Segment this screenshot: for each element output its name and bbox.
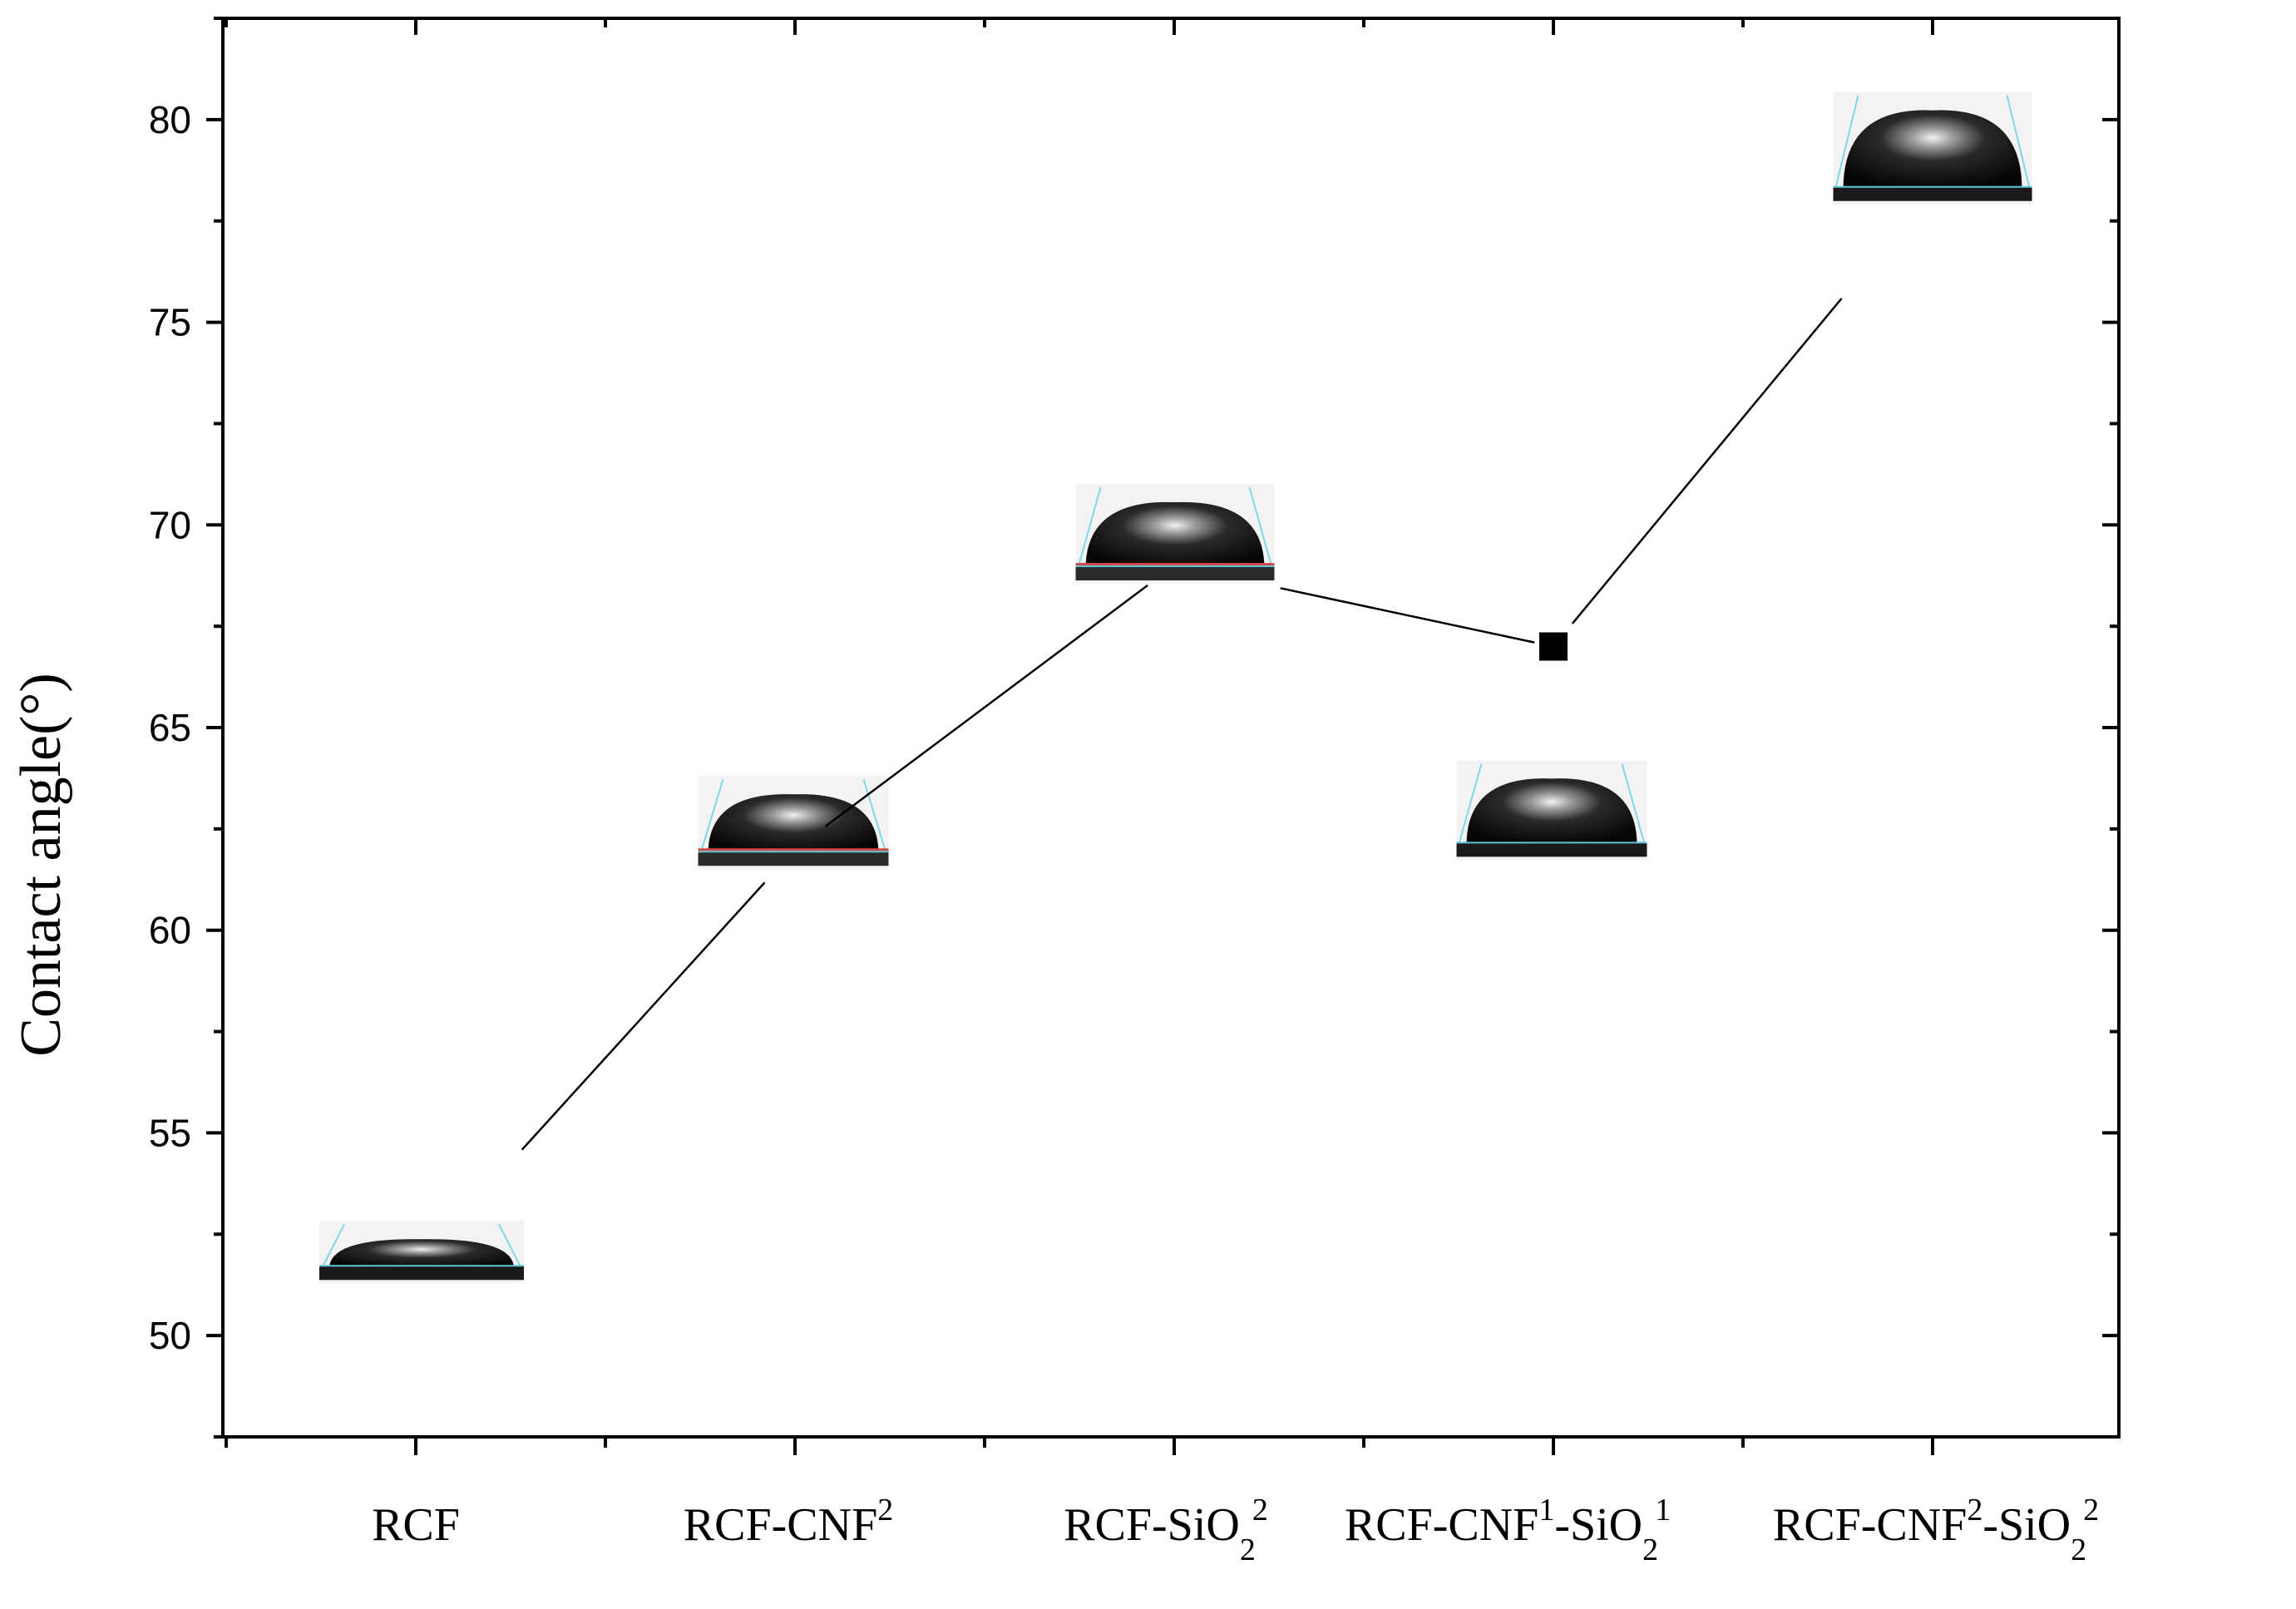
y-tick-label: 75 xyxy=(149,301,191,344)
y-tick-label: 80 xyxy=(149,98,191,141)
droplet-images xyxy=(319,91,2032,1284)
x-category-label: RCF-CNF2 xyxy=(684,1493,893,1551)
label-segment: 2 xyxy=(1252,1493,1268,1528)
tangent-line xyxy=(1621,763,1647,847)
data-point-marker xyxy=(1539,632,1568,661)
tangent-line xyxy=(1457,763,1483,847)
label-segment: RCF xyxy=(372,1499,460,1551)
y-tick-label: 65 xyxy=(149,706,191,749)
label-segment: -SiO xyxy=(1554,1499,1642,1551)
x-axis xyxy=(225,18,1934,1455)
data-series xyxy=(521,298,1843,1151)
tangent-line xyxy=(1834,95,1859,191)
label-segment: 2 xyxy=(1240,1532,1256,1567)
droplet-shape xyxy=(1466,778,1637,846)
droplet-image xyxy=(1075,484,1275,585)
label-segment: RCF-SiO xyxy=(1064,1499,1240,1551)
label-segment: 1 xyxy=(1655,1493,1671,1528)
series-line-segment xyxy=(1280,587,1535,644)
y-axis-title: Contact angle(°) xyxy=(9,673,73,1056)
droplet-image xyxy=(1456,760,1647,861)
tangent-line xyxy=(2006,95,2032,191)
baseline-red xyxy=(1075,563,1275,567)
x-category-label: RCF-CNF1-SiO21 xyxy=(1345,1493,1671,1567)
tangent-line xyxy=(862,778,888,856)
droplet-shape xyxy=(329,1239,514,1269)
x-category-label: RCF-CNF2-SiO22 xyxy=(1773,1493,2099,1567)
tangent-line xyxy=(498,1223,523,1271)
substrate-band xyxy=(1075,566,1275,581)
tangent-line xyxy=(1076,486,1102,571)
tangent-line xyxy=(1248,486,1274,571)
substrate-band xyxy=(319,1266,524,1281)
droplet-image xyxy=(698,776,889,870)
label-segment: 1 xyxy=(1538,1493,1554,1528)
droplet-shape xyxy=(1085,501,1265,570)
droplet-image xyxy=(1833,91,2032,205)
series-line-segment xyxy=(521,881,766,1151)
substrate-band xyxy=(1833,186,2032,201)
label-segment: RCF-CNF xyxy=(1773,1499,1967,1551)
label-segment: -SiO xyxy=(1982,1499,2071,1551)
substrate-band xyxy=(698,851,889,866)
substrate-band xyxy=(1456,842,1647,857)
tangent-line xyxy=(320,1223,345,1271)
label-segment: 2 xyxy=(2083,1493,2099,1528)
x-category-label: RCF-SiO22 xyxy=(1064,1493,1268,1567)
label-segment: 2 xyxy=(1642,1532,1658,1567)
label-segment: RCF-CNF xyxy=(1345,1499,1538,1551)
series-line-segment xyxy=(824,584,1148,827)
y-tick-label: 70 xyxy=(149,503,191,546)
y-axis: 50 55 60 65 70 75 80 xyxy=(149,17,2119,1439)
y-tick-label: 55 xyxy=(149,1111,191,1154)
baseline-red xyxy=(698,848,889,852)
droplet-shape xyxy=(1843,110,2022,190)
tangent-line xyxy=(699,778,724,856)
label-segment: 2 xyxy=(2071,1532,2086,1567)
droplet-image xyxy=(319,1221,524,1284)
series-line-segment xyxy=(1571,298,1843,624)
label-segment: RCF-CNF xyxy=(684,1499,877,1551)
y-tick-label: 60 xyxy=(149,909,191,952)
label-segment: 2 xyxy=(1967,1493,1982,1528)
label-segment: 2 xyxy=(877,1493,893,1528)
droplet-shape xyxy=(708,794,879,855)
x-category-label: RCF xyxy=(372,1499,460,1551)
y-tick-label: 50 xyxy=(149,1314,191,1357)
